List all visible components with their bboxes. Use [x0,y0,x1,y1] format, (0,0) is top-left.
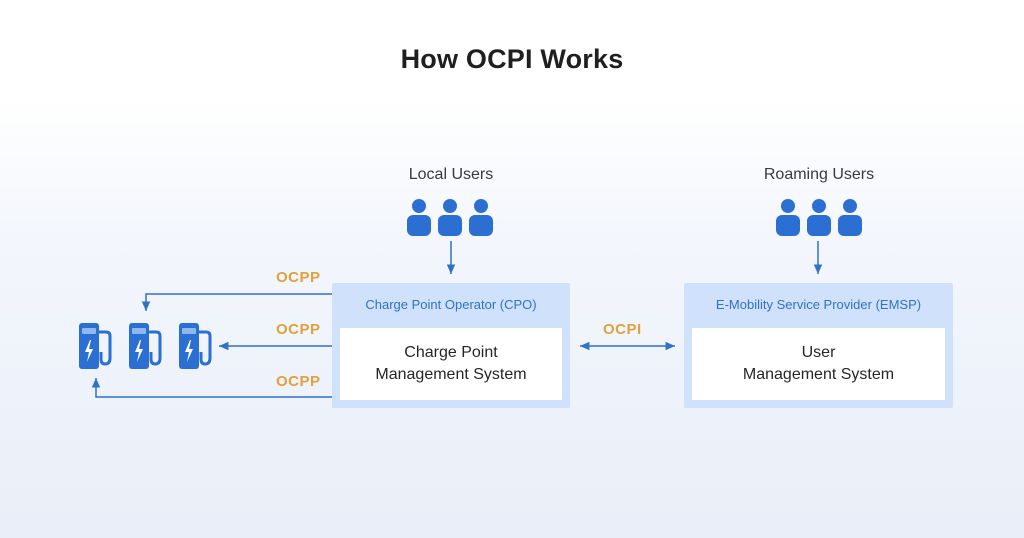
emsp-management-system: User Management System [692,328,945,400]
cpo-management-system: Charge Point Management System [340,328,562,400]
ocpp-top-arrow [141,293,332,311]
person-icon [776,199,800,236]
cpo-line2: Management System [375,366,527,383]
ev-charger-icon [129,323,162,369]
person-icon [807,199,831,236]
page-title: How OCPI Works [400,44,624,74]
ocpp-middle-label: OCPP [276,321,321,338]
local-users-icon [407,198,497,238]
ocpi-label: OCPI [603,321,642,338]
ev-charger-icon [179,323,212,369]
ev-charger-icon [79,323,112,369]
emsp-header: E-Mobility Service Provider (EMSP) [715,297,922,312]
cpo-header: Charge Point Operator (CPO) [365,297,537,312]
ocpp-bottom-arrow [91,378,332,398]
person-icon [407,199,431,236]
cpo-box: Charge Point Operator (CPO) Charge Point… [332,283,570,408]
emsp-box: E-Mobility Service Provider (EMSP) User … [684,283,953,408]
emsp-line1: User [801,344,836,361]
emsp-line2: Management System [742,366,895,383]
person-icon [469,199,493,236]
roaming-users-icon [776,198,866,238]
person-icon [838,199,862,236]
ocpp-bottom-label: OCPP [276,373,321,390]
cpo-line1: Charge Point [404,344,498,361]
local-users-label: Local Users [408,166,494,183]
roaming-users-label: Roaming Users [763,166,875,183]
person-icon [438,199,462,236]
ocpp-top-label: OCPP [276,269,321,286]
